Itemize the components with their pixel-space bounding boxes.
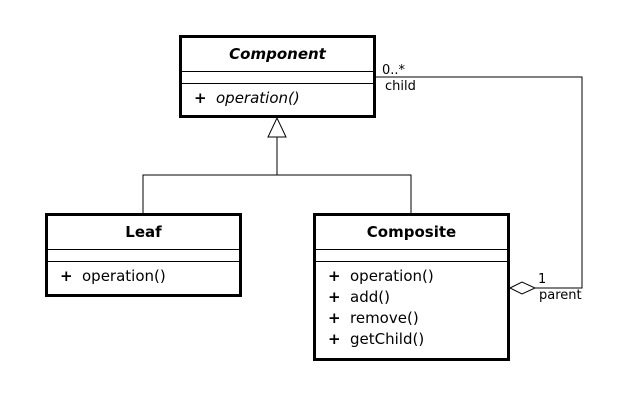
inheritance-arrowhead-icon: [267, 116, 287, 138]
operation-signature: getChild(): [350, 330, 425, 348]
visibility-marker: +: [328, 288, 341, 306]
operation-row: + getChild(): [316, 329, 507, 350]
generalization-line: [142, 174, 412, 213]
visibility-marker: +: [328, 330, 341, 348]
visibility-marker: +: [60, 267, 73, 285]
attributes-compartment: [316, 249, 507, 261]
visibility-marker: +: [328, 267, 341, 285]
operations-compartment: + operation() + add() + remove() + getCh…: [316, 261, 507, 352]
operation-row: + operation(): [48, 266, 239, 287]
child-multiplicity-label: 0..*: [382, 63, 406, 78]
operation-signature: remove(): [350, 309, 419, 327]
operations-compartment: + operation(): [182, 83, 373, 111]
visibility-marker: +: [194, 89, 207, 107]
class-composite: Composite + operation() + add() + remove…: [313, 213, 510, 361]
operation-row: + operation(): [182, 88, 373, 109]
operation-row: + remove(): [316, 308, 507, 329]
class-leaf: Leaf + operation(): [45, 213, 242, 297]
operation-signature: add(): [350, 288, 390, 306]
attributes-compartment: [48, 249, 239, 261]
class-name: Leaf: [125, 223, 162, 241]
class-name: Component: [229, 45, 326, 63]
operation-signature: operation(): [82, 267, 166, 285]
aggregation-line: [376, 76, 583, 289]
operations-compartment: + operation(): [48, 261, 239, 289]
attributes-compartment: [182, 71, 373, 83]
class-component: Component + operation(): [179, 35, 376, 118]
child-role-label: child: [385, 79, 416, 94]
class-name: Composite: [366, 223, 457, 241]
parent-multiplicity-label: 1: [538, 272, 547, 287]
operation-signature: operation(): [350, 267, 434, 285]
aggregation-diamond-icon: [508, 281, 537, 295]
operation-row: + add(): [316, 287, 507, 308]
visibility-marker: +: [328, 309, 341, 327]
parent-role-label: parent: [539, 288, 582, 303]
operation-row: + operation(): [316, 266, 507, 287]
operation-signature: operation(): [216, 89, 300, 107]
